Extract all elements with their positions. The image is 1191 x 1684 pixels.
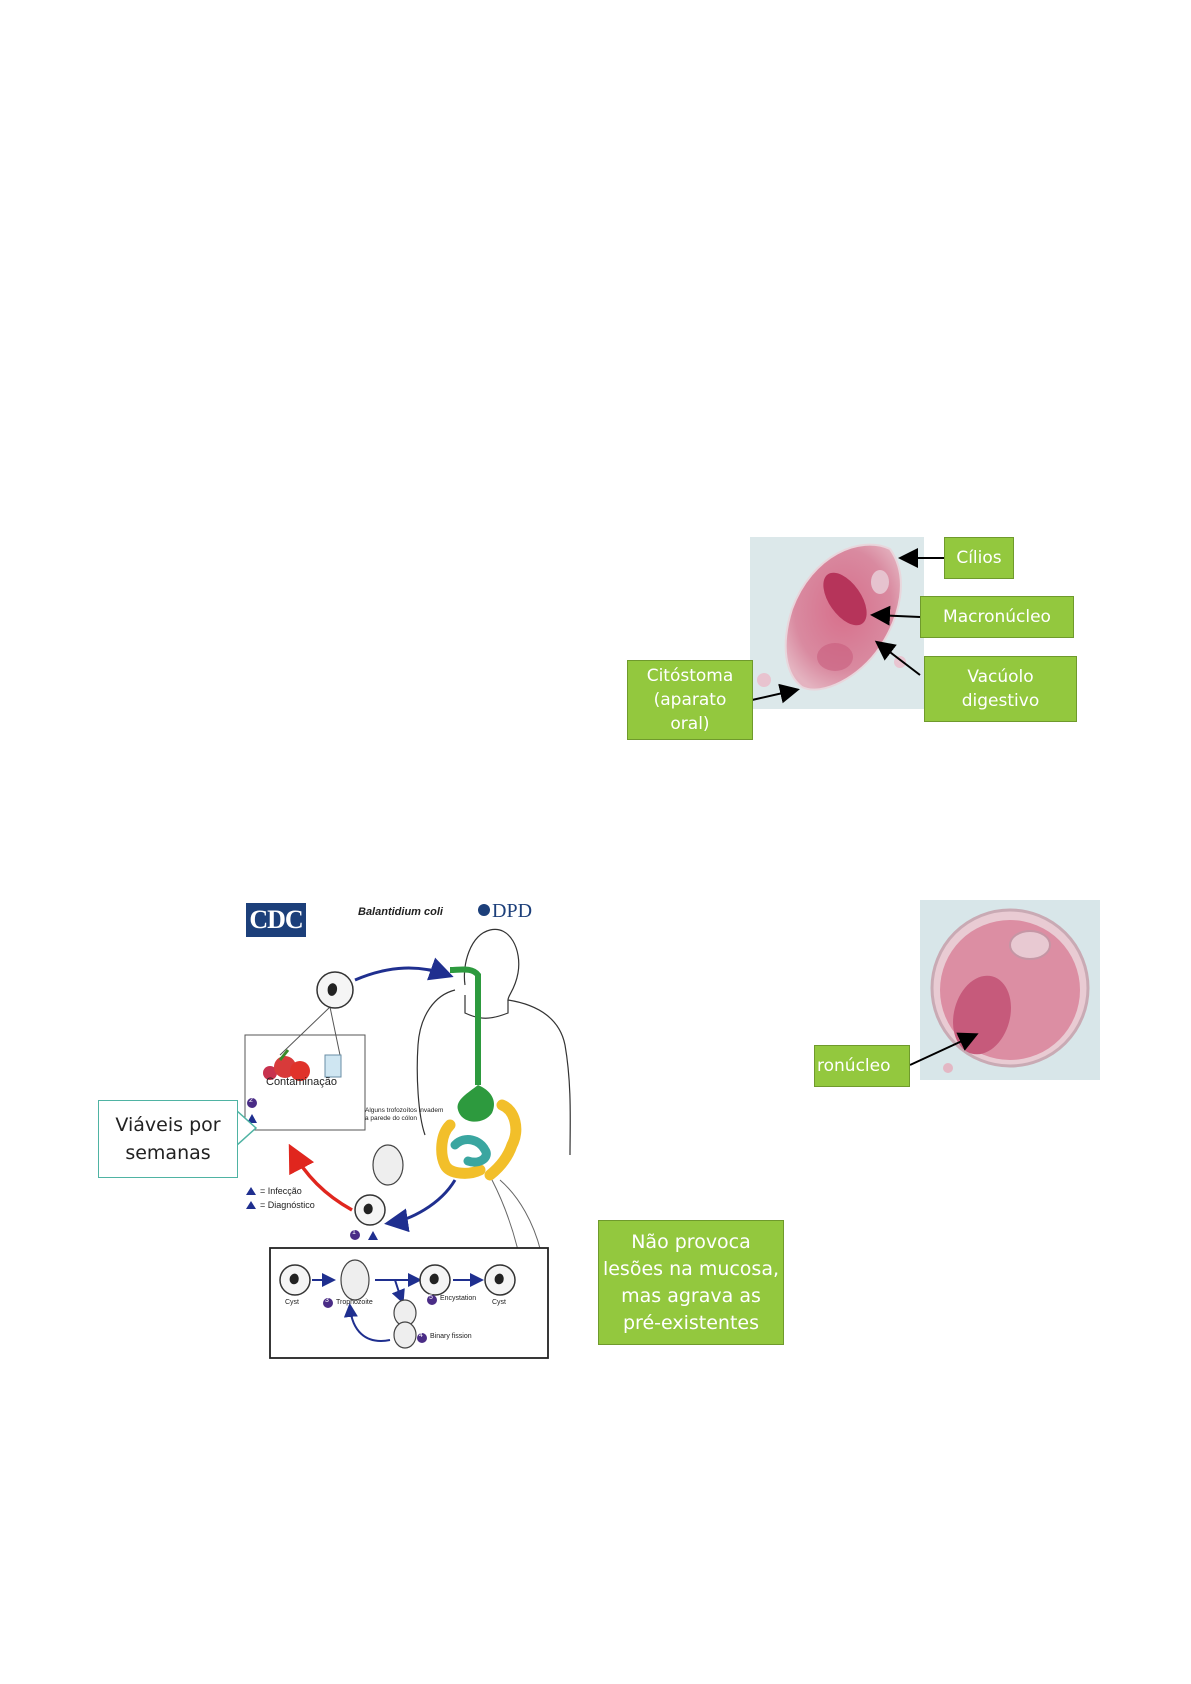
arrow-citostoma xyxy=(751,683,800,704)
inset-binary-fission-label: Binary fission xyxy=(430,1333,472,1340)
step-number-4: 4 xyxy=(419,1332,423,1339)
arrow-macronucleo xyxy=(870,605,921,626)
invasion-note: Alguns trofozoítos invadem a parede do c… xyxy=(365,1107,444,1122)
step-number-5: 5 xyxy=(429,1294,433,1301)
cdc-logo: CDC xyxy=(246,903,306,937)
inset-trophozoite-label: Trophozoite xyxy=(336,1299,373,1306)
inset-cyst-left-label: Cyst xyxy=(285,1299,299,1306)
arrow-vacuolo xyxy=(874,640,921,676)
step-number-3: 3 xyxy=(325,1297,329,1304)
life-cycle-diagram: CDC Balantidium coli DPD Contaminação Al… xyxy=(240,895,580,1365)
cyst-micrograph xyxy=(920,900,1100,1080)
step-2-marker xyxy=(247,1098,257,1108)
cyst-drawing xyxy=(920,900,1100,1080)
step-number-2: 2 xyxy=(249,1097,253,1104)
legend-diagnostic: = Diagnóstico xyxy=(260,1200,315,1210)
inset-encystation-label: Encystation xyxy=(440,1295,477,1302)
step-number-1: 1 xyxy=(352,1229,356,1236)
note-mucosa: Não provoca lesões na mucosa, mas agrava… xyxy=(598,1220,784,1345)
inset-cyst-right-label: Cyst xyxy=(492,1299,506,1306)
label-cilios: Cílios xyxy=(944,537,1014,579)
trophozoite-drawing xyxy=(750,537,924,709)
callout-viaveis: Viáveis por semanas xyxy=(98,1100,238,1178)
diagram-title: Balantidium coli xyxy=(358,906,443,918)
label-citostoma: Citóstoma (aparato oral) xyxy=(627,660,753,740)
life-cycle-drawing xyxy=(244,903,571,1359)
label-cyst-macronucleo: ronúcleo xyxy=(814,1045,910,1087)
label-vacuolo-digestivo: Vacúolo digestivo xyxy=(924,656,1077,722)
legend-infection: = Infecção xyxy=(260,1186,302,1196)
callout-pointer xyxy=(236,1109,258,1147)
contamination-label: Contaminação xyxy=(266,1076,337,1088)
trophozoite-micrograph xyxy=(750,537,924,709)
dpd-logo: DPD xyxy=(492,900,533,922)
label-macronucleo: Macronúcleo xyxy=(920,596,1074,638)
